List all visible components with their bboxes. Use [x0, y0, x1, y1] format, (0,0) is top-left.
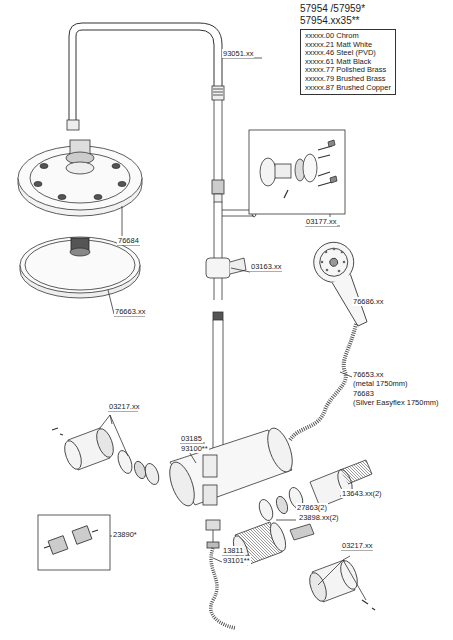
part-number: 93101**: [222, 556, 251, 565]
finish-code: xxxxx.00 Chrom: [305, 32, 391, 41]
part-number: 93100**: [180, 444, 209, 453]
part-number: 23890*: [112, 530, 138, 539]
part-number: 03185: [180, 434, 203, 443]
part-number: 03217.xx: [341, 541, 373, 550]
part-number: 03177.xx: [305, 217, 337, 226]
finish-code: xxxxx.87 Brushed Copper: [305, 84, 391, 93]
part-number: 76683: [352, 389, 375, 398]
part-number: 76663.xx: [114, 307, 146, 316]
part-number: 76686.xx: [352, 297, 384, 306]
part-number: 76684: [117, 236, 140, 245]
part-number: 13643.xx(2): [341, 489, 383, 498]
part-number: (metal 1750mm): [352, 379, 409, 388]
model-number: 57954 /57959*: [300, 3, 396, 15]
part-number: 93051.xx: [222, 49, 254, 58]
part-number: (Silver Easyflex 1750mm): [352, 398, 439, 407]
table-frame: xxxxx.00 Chromxxxxx.21 Matt Whitexxxxx.4…: [300, 29, 396, 95]
part-number: 27863(2): [296, 503, 328, 512]
part-number: 23898.xx(2): [298, 513, 340, 522]
model-number: 57954.xx35**: [300, 15, 396, 27]
finish-code: xxxxx.21 Matt White: [305, 41, 391, 50]
part-number: 03163.xx: [250, 262, 282, 271]
finish-code: xxxxx.61 Matt Black: [305, 58, 391, 67]
finish-code: xxxxx.79 Brushed Brass: [305, 75, 391, 84]
finish-code: xxxxx.46 Steel (PVD): [305, 49, 391, 58]
part-number: 13811: [222, 546, 244, 555]
finish-code: xxxxx.77 Polished Brass: [305, 66, 391, 75]
variant-table: 57954 /57959*57954.xx35**xxxxx.00 Chromx…: [300, 3, 396, 95]
part-number: 76653.xx: [352, 370, 384, 379]
part-number: 03217.xx: [108, 402, 140, 411]
